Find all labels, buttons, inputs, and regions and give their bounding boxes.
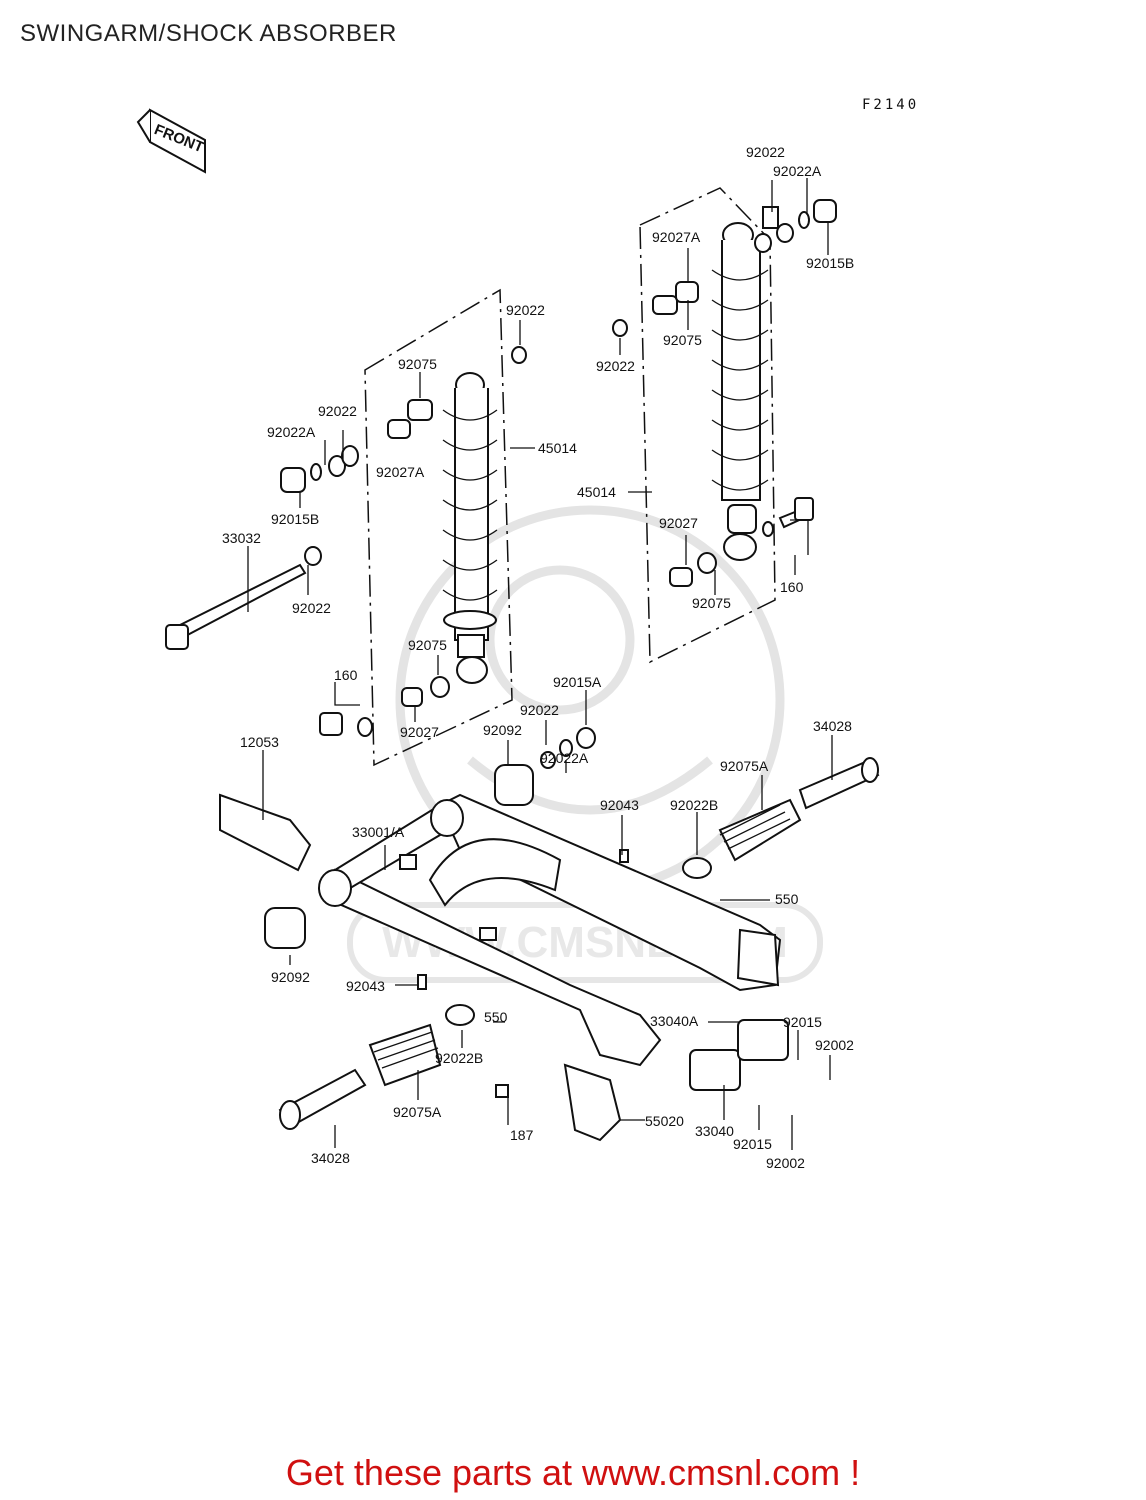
callout-label: 92027: [400, 724, 439, 740]
leader-lines: [247, 178, 833, 1150]
callout-label: 34028: [813, 718, 852, 734]
callout-label: 92027: [659, 515, 698, 531]
callout-label: 92027A: [652, 229, 701, 245]
callout-label: 92002: [815, 1037, 854, 1053]
right-shock-absorber: [612, 199, 837, 587]
callout-labels: 92022 92022A 92015B 92027A 92075 92022 4…: [222, 144, 854, 1171]
callout-label: 92002: [766, 1155, 805, 1171]
callout-label: 92015B: [806, 255, 854, 271]
callout-label: 34028: [311, 1150, 350, 1166]
callout-label: 92022A: [773, 163, 822, 179]
callout-label: 55020: [645, 1113, 684, 1129]
callout-label: 33032: [222, 530, 261, 546]
right-shock-group-outline: [639, 187, 776, 664]
cta-link[interactable]: Get these parts at www.cmsnl.com !: [285, 1452, 861, 1493]
callout-label: 92092: [271, 969, 310, 985]
callout-label: 92022A: [267, 424, 316, 440]
callout-label: 33001/A: [352, 824, 405, 840]
callout-label: 92075A: [720, 758, 769, 774]
callout-label: 550: [775, 891, 799, 907]
callout-label: 92022: [596, 358, 635, 374]
callout-label: 92075: [398, 356, 437, 372]
figure-code: F2140: [862, 97, 919, 113]
callout-label: 92022B: [435, 1050, 483, 1066]
callout-label: 92022: [520, 702, 559, 718]
callout-label: 92075: [663, 332, 702, 348]
callout-label: 92043: [346, 978, 385, 994]
callout-label: 92092: [483, 722, 522, 738]
callout-label: 92015: [783, 1014, 822, 1030]
callout-label: 92022: [506, 302, 545, 318]
callout-label: 92015A: [553, 674, 602, 690]
callout-label: 92022: [746, 144, 785, 160]
page-title: SWINGARM/SHOCK ABSORBER: [20, 20, 397, 47]
left-shock-absorber: [165, 346, 527, 707]
callout-label: 92075: [408, 637, 447, 653]
parts-diagram: WWW.CMSNL.COM F2140 FRONT: [136, 97, 919, 1171]
callout-label: 45014: [577, 484, 616, 500]
callout-label: 12053: [240, 734, 279, 750]
pivot-shafts: [278, 712, 880, 1142]
callout-label: 92022A: [540, 750, 589, 766]
callout-label: 33040A: [650, 1013, 699, 1029]
callout-label: 550: [484, 1009, 508, 1025]
callout-label: 187: [510, 1127, 534, 1143]
callout-label: 92027A: [376, 464, 425, 480]
front-arrow-icon: FRONT: [136, 108, 206, 174]
callout-label: 92022: [292, 600, 331, 616]
callout-label: 160: [780, 579, 804, 595]
callout-label: 92022B: [670, 797, 718, 813]
callout-label: 92043: [600, 797, 639, 813]
callout-label: 92015B: [271, 511, 319, 527]
swingarm: [219, 764, 782, 1067]
callout-label: 33040: [695, 1123, 734, 1139]
callout-label: 45014: [538, 440, 577, 456]
callout-label: 92022: [318, 403, 357, 419]
callout-label: 92015: [733, 1136, 772, 1152]
callout-label: 160: [334, 667, 358, 683]
left-shock-group-outline: [364, 288, 513, 767]
callout-label: 92075: [692, 595, 731, 611]
callout-label: 92075A: [393, 1104, 442, 1120]
